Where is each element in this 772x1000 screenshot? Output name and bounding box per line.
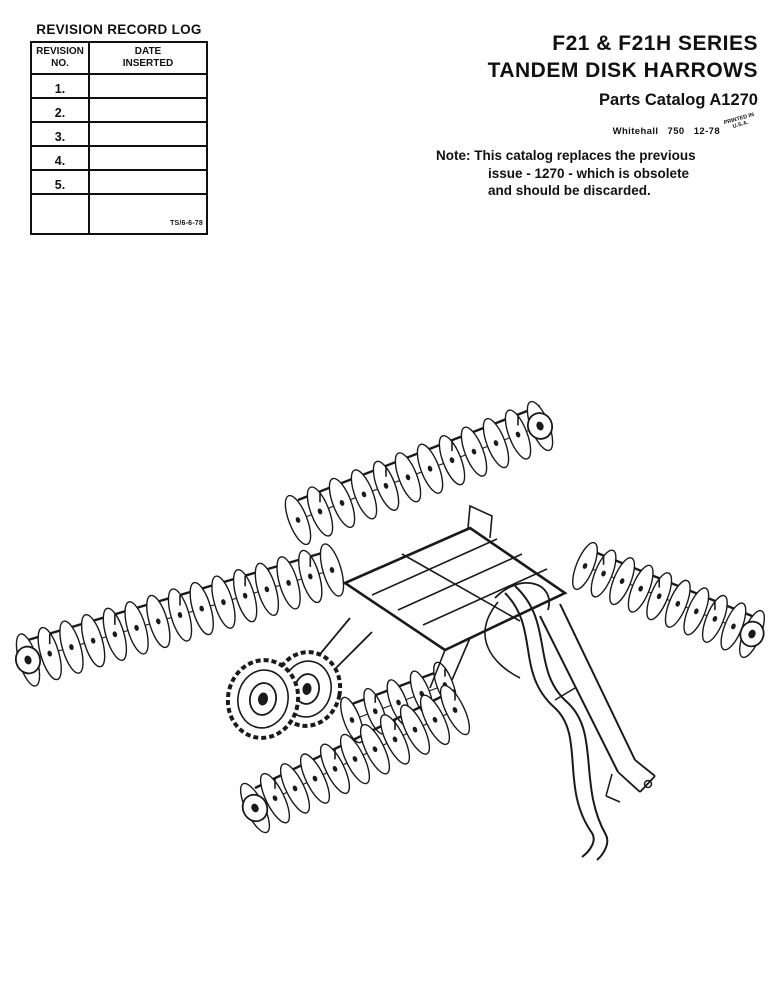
revision-number: 4.: [32, 147, 90, 169]
footer-left-cell: [32, 195, 90, 233]
printed-in-usa-stamp: PRINTED IN U.S.A.: [723, 111, 755, 131]
print-code: Whitehall 750 12-78: [612, 126, 720, 137]
disk-gang: [239, 684, 471, 834]
footer-right-cell: TS/6-6-78: [90, 195, 206, 233]
date-inserted-cell: [90, 147, 206, 169]
note-line: issue - 1270 - which is obsolete: [488, 165, 690, 181]
main-frame: [305, 504, 568, 689]
table-row: 2.: [32, 99, 206, 123]
hitch-tongue: [539, 603, 656, 803]
disk-gang: [572, 541, 765, 659]
revision-no-column-header: REVISION NO.: [32, 43, 90, 73]
disk-harrow-drawing: [14, 400, 765, 861]
date-inserted-cell: [90, 75, 206, 97]
table-row: 1.: [32, 75, 206, 99]
disk-gang: [14, 543, 345, 687]
table-row: 4.: [32, 147, 206, 171]
transport-wheels: [225, 650, 343, 740]
revision-log-header-row: REVISION NO. DATE INSERTED: [32, 43, 206, 75]
revision-number: 1.: [32, 75, 90, 97]
obsolete-note: Note: This catalog replaces the previous…: [414, 147, 758, 200]
revision-number: 5.: [32, 171, 90, 193]
series-title-line1: F21 & F21H SERIES: [552, 32, 758, 55]
date-inserted-cell: [90, 171, 206, 193]
hydraulic-hoses: [484, 582, 609, 861]
title-block: F21 & F21H SERIES TANDEM DISK HARROWS Pa…: [414, 30, 758, 200]
front-disk-gangs: [239, 684, 471, 834]
note-line: Note: This catalog replaces the previous: [436, 148, 696, 163]
revision-log-table: REVISION NO. DATE INSERTED 1. 2. 3. 4. 5…: [30, 41, 208, 235]
revision-log-title: REVISION RECORD LOG: [36, 22, 202, 37]
rear-disk-gangs: [14, 400, 765, 744]
revision-number: 3.: [32, 123, 90, 145]
harrow-illustration: [0, 388, 772, 888]
date-inserted-cell: [90, 99, 206, 121]
table-row: 5.: [32, 171, 206, 195]
disk-gang: [284, 400, 554, 546]
catalog-number: Parts Catalog A1270: [599, 91, 758, 109]
revision-log-footer-row: TS/6-6-78: [32, 195, 206, 233]
note-line: and should be discarded.: [488, 183, 651, 198]
date-inserted-cell: [90, 123, 206, 145]
left-tire: [225, 658, 301, 740]
revision-record-log: REVISION RECORD LOG REVISION NO. DATE IN…: [30, 22, 208, 235]
table-row: 3.: [32, 123, 206, 147]
print-info-row: Whitehall 750 12-78 PRINTED IN U.S.A.: [414, 112, 758, 143]
series-title-line2: TANDEM DISK HARROWS: [487, 59, 758, 82]
form-number: TS/6-6-78: [170, 220, 203, 227]
date-inserted-column-header: DATE INSERTED: [122, 46, 174, 69]
revision-number: 2.: [32, 99, 90, 121]
